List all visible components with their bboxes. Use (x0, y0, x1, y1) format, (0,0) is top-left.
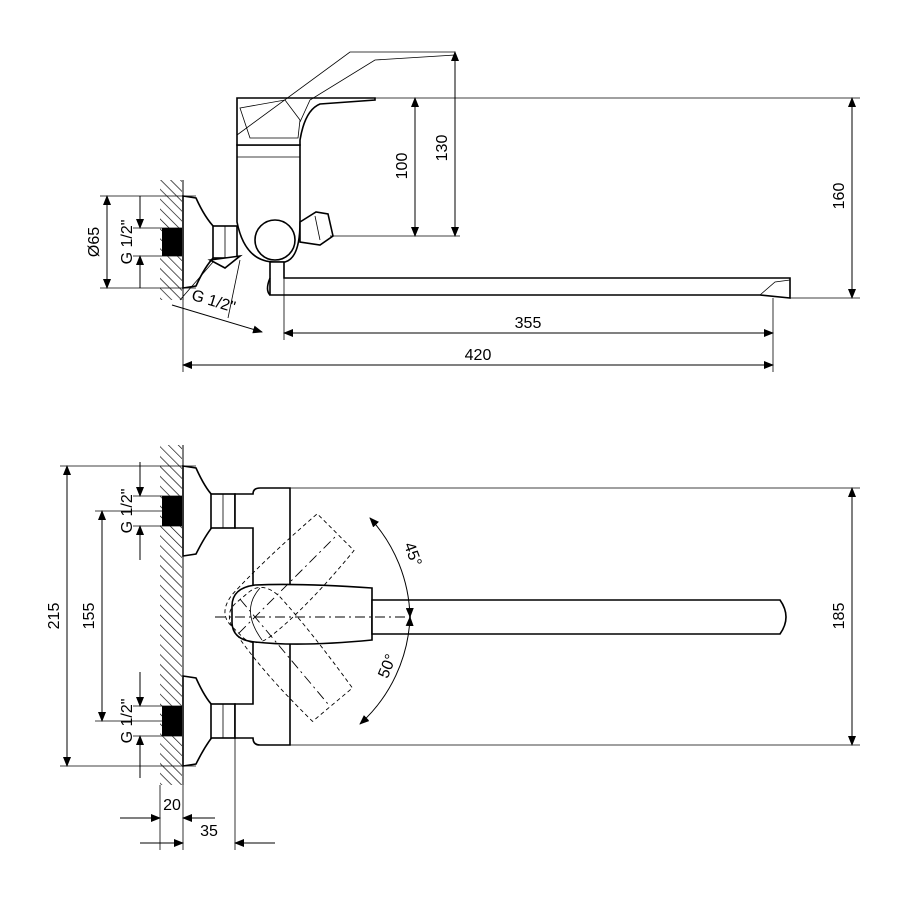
dim-line-outlet-thread (171, 304, 263, 334)
dim-label-215: 215 (46, 603, 63, 630)
dim-label-20: 20 (163, 797, 181, 814)
dim-label-420: 420 (465, 347, 492, 364)
top-flange-upper (182, 465, 214, 557)
dim-label-angle-50: 50° (375, 652, 400, 681)
dim-label-185: 185 (831, 603, 848, 630)
angle-arc-50 (359, 616, 414, 725)
top-flange-lower (182, 675, 214, 767)
angle-arc-45 (369, 517, 414, 618)
top-handle (231, 583, 373, 645)
dim-label-100: 100 (394, 153, 411, 180)
top-spout (371, 599, 787, 635)
dim-label-355: 355 (515, 315, 542, 332)
side-inlet-pipe (162, 228, 182, 256)
top-wall-hatch (160, 445, 182, 785)
dim-label-inlet-thread-upper: G 1/2" (119, 489, 136, 534)
dim-label-inlet-thread: G 1/2" (119, 220, 136, 265)
side-outlet-detail (207, 254, 243, 269)
side-spout (269, 261, 791, 299)
top-handle-rotated-50 (228, 587, 354, 723)
side-diverter-lever (299, 211, 334, 246)
side-view: 130 100 160 355 420 Ø65 G 1/2" G 1/ (86, 51, 860, 372)
top-view: 45° 50° 185 215 155 G 1/2" G 1/2" (46, 445, 860, 850)
dim-label-155: 155 (81, 603, 98, 630)
side-flange (182, 195, 216, 289)
dim-label-130: 130 (434, 135, 451, 162)
side-diverter-knob (254, 219, 296, 261)
dim-label-angle-45: 45° (400, 540, 424, 569)
dim-label-35: 35 (200, 823, 218, 840)
dim-label-inlet-thread-lower: G 1/2" (119, 699, 136, 744)
dim-label-dia65: Ø65 (86, 227, 103, 257)
dim-label-160: 160 (831, 183, 848, 210)
